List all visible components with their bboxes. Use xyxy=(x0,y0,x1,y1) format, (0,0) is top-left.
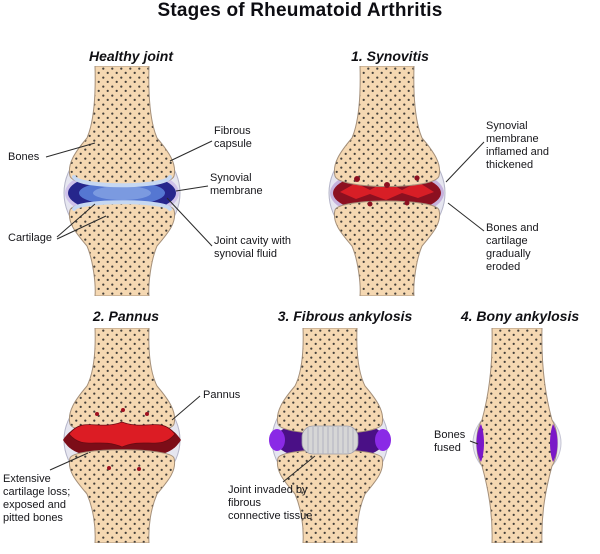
label-bones: Bones xyxy=(8,151,40,163)
joint-figure-fibrous-ankylosis xyxy=(269,328,391,543)
label-joint-cavity: Joint cavity with synovial fluid xyxy=(214,235,292,260)
label-cartilage: Cartilage xyxy=(8,232,53,244)
joint-figure-bony-ankylosis xyxy=(472,328,562,543)
upper-bone xyxy=(68,66,176,187)
fibrous-tissue xyxy=(301,425,359,455)
label-cartilage-loss: Extensive cartilage loss; exposed and pi… xyxy=(3,473,71,524)
label-bones-eroded: Bones and cartilage gradually eroded xyxy=(486,222,539,273)
upper-bone xyxy=(68,328,176,435)
lower-bone xyxy=(68,449,176,543)
pitted-bone-marks xyxy=(95,408,149,471)
panel-heading-synovitis: 1. Synovitis xyxy=(351,48,429,64)
pannus-tissue xyxy=(68,421,176,448)
label-bones-fused: Bones fused xyxy=(434,429,466,454)
joint-figure-healthy xyxy=(63,66,181,296)
panel-heading-fibrous-ankylosis: 3. Fibrous ankylosis xyxy=(277,308,413,324)
upper-bone xyxy=(276,328,384,435)
page-title: Stages of Rheumatoid Arthritis xyxy=(157,0,443,21)
panel-heading-pannus: 2. Pannus xyxy=(92,308,160,324)
joint-figure-pannus xyxy=(63,328,181,543)
panel-heading-healthy: Healthy joint xyxy=(88,48,173,64)
fused-bone xyxy=(476,328,558,543)
joint-cavity xyxy=(79,181,165,205)
joint-figure-synovitis xyxy=(328,66,446,296)
label-membrane-inflamed: Synovial membrane inflamed and thickened xyxy=(486,120,549,171)
panel-heading-bony-ankylosis: 4. Bony ankylosis xyxy=(460,308,580,324)
lower-bone xyxy=(333,200,441,296)
bone-erosion-pits xyxy=(354,175,420,207)
label-fibrous-capsule: Fibrous capsule xyxy=(214,125,252,150)
upper-bone xyxy=(333,66,441,187)
label-synovial-membrane: Synovial membrane xyxy=(210,172,263,197)
label-pannus: Pannus xyxy=(203,389,241,401)
fused-membrane-remnant xyxy=(476,424,558,462)
label-joint-invaded: Joint invaded by fibrous connective tiss… xyxy=(228,484,313,522)
lower-bone xyxy=(68,200,176,296)
